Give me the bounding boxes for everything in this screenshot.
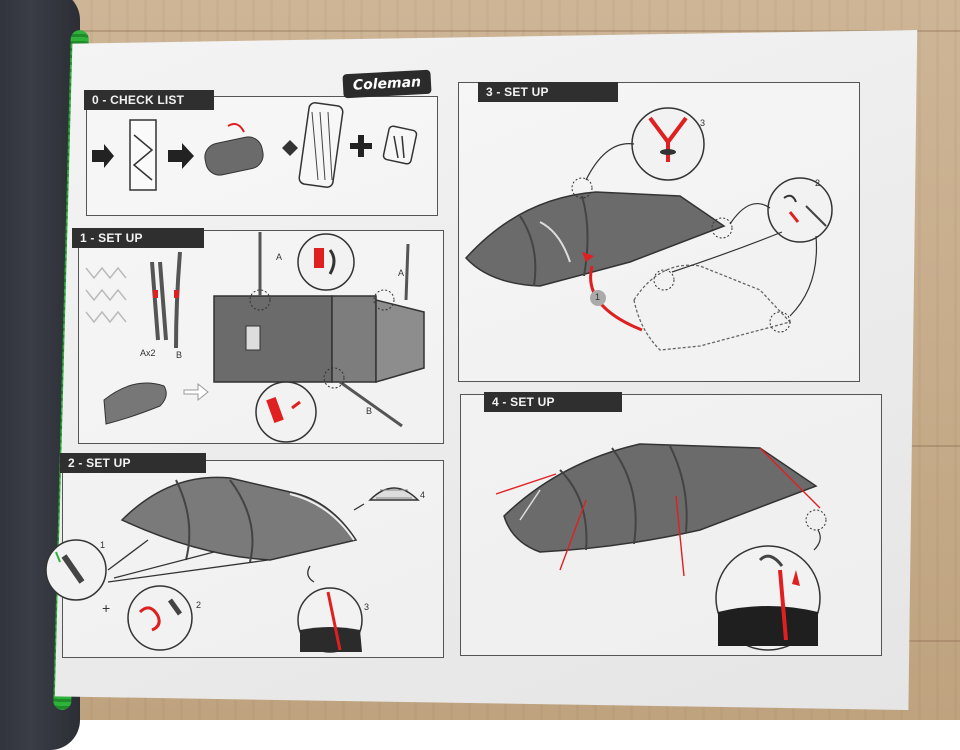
setup-2-illustration [45, 476, 420, 653]
callout-1-setup-2: 1 [100, 540, 106, 550]
vent-detail-icon [368, 487, 420, 501]
arrow-icon [168, 143, 194, 169]
callout-4-setup-2: 4 [420, 490, 426, 500]
section-label-setup-3: 3 - SET UP [478, 82, 618, 102]
pole-a-label-left: A [276, 252, 283, 262]
setup-1-illustration [85, 232, 425, 443]
callout-2-setup-3: 2 [815, 178, 821, 188]
section-label-setup-1: 1 - SET UP [72, 228, 204, 248]
diamond-icon [282, 140, 298, 156]
pole-b-icon [174, 251, 182, 349]
rolled-tent-icon [103, 382, 167, 425]
detail-circle-icon [255, 381, 317, 443]
check-list-illustration [92, 102, 418, 191]
tent-body-flat [213, 295, 333, 383]
pole-a-icon [150, 261, 160, 341]
plank-seam [0, 30, 960, 32]
detail-circle-2-icon [767, 177, 833, 243]
section-label-setup-4: 4 - SET UP [484, 392, 622, 412]
badge-1-icon [590, 290, 606, 306]
shock-cord-icon [85, 266, 127, 324]
plus-sign: + [102, 600, 111, 616]
outline-arrow-icon [183, 382, 209, 402]
section-label-check-list: 0 - CHECK LIST [84, 90, 214, 110]
arrow-icon [92, 144, 114, 168]
callout-1-setup-3: 1 [595, 292, 601, 302]
detail-circle-icon [297, 233, 355, 291]
setup-3-illustration [464, 107, 833, 351]
rolled-mat-icon [204, 136, 264, 176]
peg-bag-icon [382, 125, 418, 165]
tent-guyed-icon [503, 443, 818, 553]
pole-a-label-right: A [398, 268, 405, 278]
pole-b-label: B [176, 350, 183, 360]
tent-pitched-icon [120, 476, 358, 561]
pole-b-label-bottom: B [366, 406, 373, 416]
section-label-setup-2: 2 - SET UP [60, 453, 206, 473]
pole-bag-icon [298, 102, 344, 188]
tent-erect-icon [464, 191, 726, 287]
callout-3-setup-2: 3 [364, 602, 370, 612]
folded-tent-icon [129, 119, 157, 191]
setup-4-illustration [495, 443, 827, 651]
pole-count-label: Ax2 [140, 348, 156, 358]
callout-3-setup-3: 3 [700, 118, 706, 128]
callout-2-setup-2: 2 [196, 600, 202, 610]
